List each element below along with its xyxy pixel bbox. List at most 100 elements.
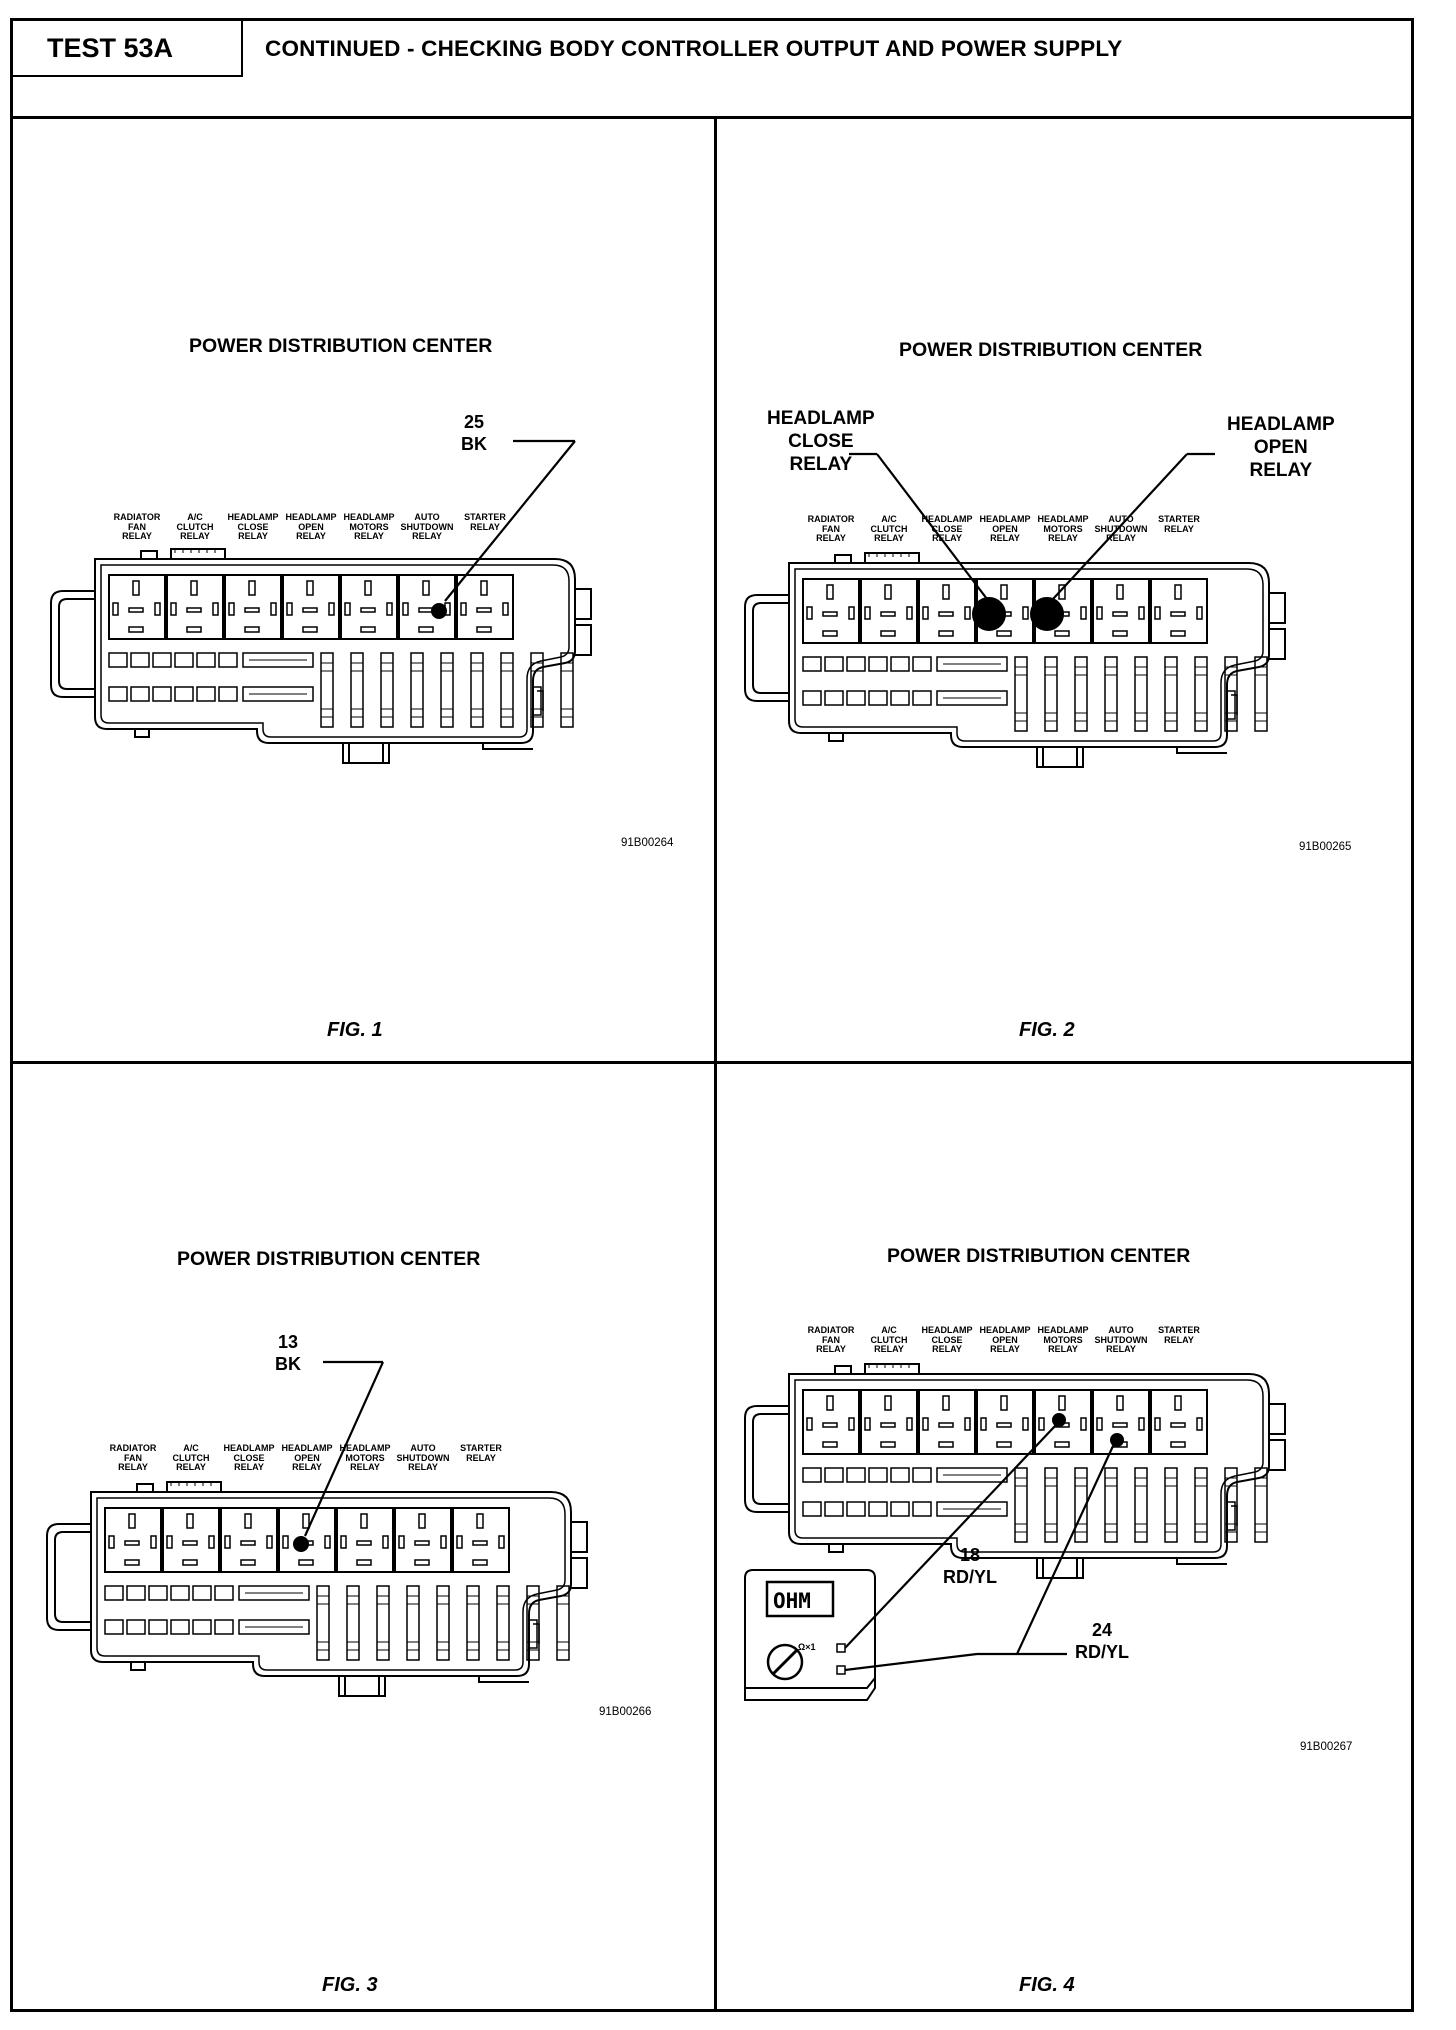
- pdc-housing-inner: [794, 1379, 1264, 1553]
- pdc-housing-inner: [96, 1497, 566, 1671]
- relay-socket: [104, 1507, 162, 1573]
- mini-fuse: [148, 1585, 168, 1601]
- meter-display-text: OHM: [773, 1589, 811, 1613]
- drawing-ref-code: 91B00265: [1299, 841, 1352, 853]
- pdc-housing: [90, 1491, 572, 1677]
- figure-label: FIG. 1: [327, 1019, 383, 1041]
- mini-fuse: [170, 1585, 190, 1601]
- mini-fuse: [174, 652, 194, 668]
- pdc-housing-inner: [794, 568, 1264, 742]
- maxi-fuse: [376, 1585, 390, 1661]
- relay-socket: [224, 574, 282, 640]
- relay-socket: [976, 1389, 1034, 1455]
- mini-fuse: [868, 1501, 888, 1517]
- wire-number: 13: [277, 1332, 299, 1352]
- relay-socket: [336, 1507, 394, 1573]
- maxi-fuse: [1074, 1467, 1088, 1543]
- maxi-fuse: [560, 652, 574, 728]
- ohmmeter-icon: [744, 1569, 876, 1701]
- test-id: TEST 53A: [13, 21, 243, 77]
- leader-line: [303, 1361, 385, 1537]
- leader-line: [444, 440, 576, 602]
- pdc-title: POWER DISTRIBUTION CENTER: [887, 1245, 1191, 1267]
- mini-fuse: [890, 1501, 910, 1517]
- cartridge-fuse: [242, 652, 314, 668]
- mini-fuse: [214, 1619, 234, 1635]
- relay-label: RADIATOR FAN RELAY: [109, 1443, 157, 1472]
- left-mounting-bracket: [744, 1405, 789, 1513]
- page-header: TEST 53A CONTINUED - CHECKING BODY CONTR…: [13, 21, 1411, 119]
- mini-fuse: [104, 1619, 124, 1635]
- left-mounting-bracket: [744, 594, 789, 702]
- mini-fuse: [170, 1619, 190, 1635]
- pdc-title: POWER DISTRIBUTION CENTER: [899, 339, 1203, 361]
- relay-socket: [452, 1507, 510, 1573]
- cartridge-fuse: [936, 1501, 1008, 1517]
- relay-socket: [860, 1389, 918, 1455]
- test-point-dot: [1052, 1413, 1066, 1427]
- pdc-housing: [788, 1373, 1270, 1559]
- figure-label: FIG. 3: [322, 1974, 378, 1996]
- mini-fuse: [192, 1585, 212, 1601]
- mini-fuse: [104, 1585, 124, 1601]
- leader-line: [844, 1652, 978, 1672]
- mini-fuse: [912, 1501, 932, 1517]
- mini-fuse: [148, 1619, 168, 1635]
- mini-fuse: [126, 1619, 146, 1635]
- mini-fuse: [130, 686, 150, 702]
- relay-label: HEADLAMP OPEN RELAY: [285, 512, 337, 541]
- relay-label: A/C CLUTCH RELAY: [176, 512, 214, 541]
- maxi-fuse: [1134, 656, 1148, 732]
- relay-label: AUTO SHUTDOWN RELAY: [396, 1443, 450, 1472]
- maxi-fuse: [1254, 656, 1268, 732]
- figure-4-panel: POWER DISTRIBUTION CENTER 18 RD/YL 24 RD…: [717, 1064, 1417, 2012]
- test-point-dot: [293, 1536, 309, 1552]
- maxi-fuse: [1164, 1467, 1178, 1543]
- wire-callout-25-bk: 25 BK: [461, 411, 487, 455]
- mini-fuse: [218, 652, 238, 668]
- wire-callout-13-bk: 13 BK: [275, 1331, 301, 1375]
- relay-label: HEADLAMP CLOSE RELAY: [921, 1325, 973, 1354]
- maxi-fuse: [406, 1585, 420, 1661]
- meter-range-label: Ω×1: [798, 1642, 816, 1652]
- mini-fuse: [196, 686, 216, 702]
- wire-callout-18-rdyl: 18 RD/YL: [943, 1544, 997, 1588]
- relay-label: STARTER RELAY: [464, 512, 506, 532]
- maxi-fuse: [526, 1585, 540, 1661]
- cartridge-fuse: [238, 1619, 310, 1635]
- maxi-fuse: [530, 652, 544, 728]
- pdc-housing: [94, 558, 576, 744]
- test-page: TEST 53A CONTINUED - CHECKING BODY CONTR…: [10, 18, 1414, 2012]
- left-mounting-bracket: [46, 1523, 91, 1631]
- test-point-dot: [431, 603, 447, 619]
- maxi-fuse: [1194, 656, 1208, 732]
- drawing-ref-code: 91B00266: [599, 1706, 652, 1718]
- figure-3-panel: POWER DISTRIBUTION CENTER 13 BK 91B00266…: [13, 1064, 714, 2012]
- relay-label: RADIATOR FAN RELAY: [807, 1325, 855, 1354]
- mini-fuse: [152, 686, 172, 702]
- mini-fuse: [846, 1467, 866, 1483]
- relay-socket: [108, 574, 166, 640]
- maxi-fuse: [556, 1585, 570, 1661]
- power-distribution-center-diagram: [46, 1360, 588, 1697]
- mini-fuse: [846, 656, 866, 672]
- figure-label: FIG. 2: [1019, 1019, 1075, 1041]
- mini-fuse: [174, 686, 194, 702]
- relay-label: RADIATOR FAN RELAY: [807, 514, 855, 543]
- maxi-fuse: [1104, 1467, 1118, 1543]
- figure-label: FIG. 4: [1019, 1974, 1075, 1996]
- relay-socket: [802, 578, 860, 644]
- maxi-fuse: [320, 652, 334, 728]
- maxi-fuse: [1134, 1467, 1148, 1543]
- relay-label: STARTER RELAY: [1158, 514, 1200, 534]
- left-mounting-bracket: [50, 590, 95, 698]
- maxi-fuse: [316, 1585, 330, 1661]
- mini-fuse: [802, 1467, 822, 1483]
- mini-fuse: [824, 656, 844, 672]
- mini-fuse: [890, 656, 910, 672]
- mini-fuse: [108, 686, 128, 702]
- mini-fuse: [846, 690, 866, 706]
- figure-1-panel: POWER DISTRIBUTION CENTER 25 BK 91B00264…: [13, 119, 714, 1061]
- mini-fuse: [912, 656, 932, 672]
- cartridge-fuse: [238, 1585, 310, 1601]
